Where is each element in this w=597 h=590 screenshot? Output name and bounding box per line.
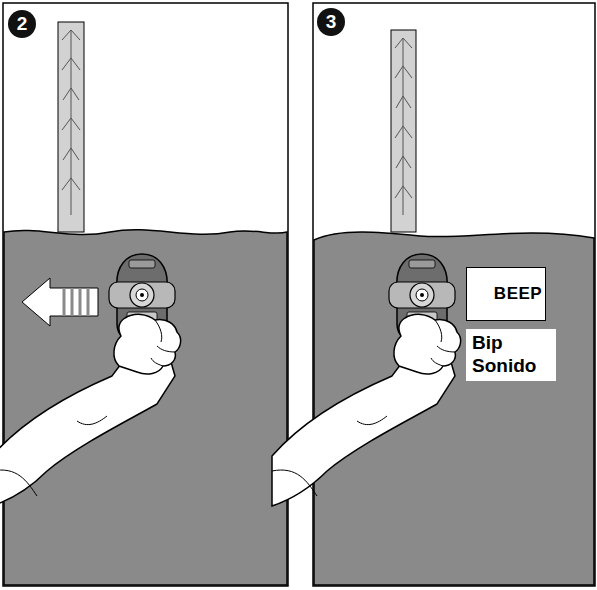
label-text: 2: [17, 13, 28, 35]
label-text: 3: [326, 11, 337, 33]
label-text: Bip Sonido: [472, 332, 550, 378]
callout-number: 3: [317, 8, 345, 36]
callout-number: 2: [8, 10, 36, 38]
label-text: BEEP: [494, 284, 542, 304]
sound-label-box: Bip Sonido: [466, 329, 556, 381]
sound-label-box: BEEP: [466, 267, 546, 321]
